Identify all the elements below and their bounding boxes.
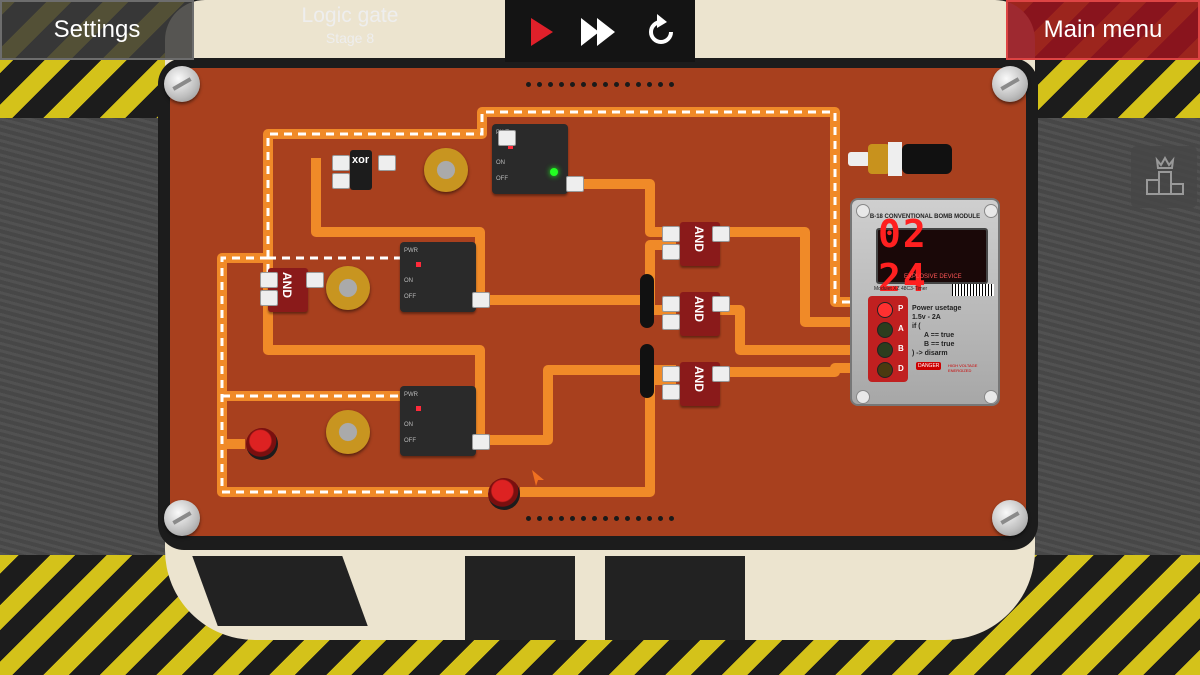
- pwr3-output-port[interactable]: [472, 434, 490, 450]
- screw-top-right: [992, 66, 1028, 102]
- and4-output[interactable]: [306, 272, 324, 288]
- play-icon[interactable]: [519, 10, 563, 54]
- screw-bottom-right: [992, 500, 1028, 536]
- xor-gate[interactable]: xor: [350, 150, 372, 190]
- rotary-switch-3[interactable]: [326, 410, 370, 454]
- led-a: [877, 322, 893, 338]
- and3-input-a[interactable]: [662, 366, 680, 382]
- active-current-left: [220, 256, 490, 494]
- model-label: Modulet XZ 48C3-Timer: [874, 286, 928, 292]
- podium-icon: [1146, 156, 1184, 195]
- bomb-screw: [856, 204, 870, 218]
- xor-input-port-a[interactable]: [332, 155, 350, 171]
- rotary-switch-2[interactable]: [326, 266, 370, 310]
- pwr1-output-port[interactable]: [566, 176, 584, 192]
- bomb-title: B-18 CONVENTIONAL BOMB MODULE: [869, 214, 981, 220]
- bomb-screw: [984, 204, 998, 218]
- led-p: [877, 302, 893, 318]
- led-d: [877, 362, 893, 378]
- danger-note: HIGH VOLTAGE ENERGIZED: [948, 363, 978, 373]
- active-current-top: [266, 110, 866, 304]
- gate-slot-1[interactable]: [640, 274, 654, 328]
- screw-bottom-left: [164, 500, 200, 536]
- wire-pwr3-to-and3: [480, 365, 676, 445]
- led-b: [877, 342, 893, 358]
- case-strap-mid-right: [605, 556, 745, 640]
- fast-forward-icon[interactable]: [577, 10, 621, 54]
- and1-input-b[interactable]: [662, 244, 680, 260]
- power-module-2: PWR ON OFF: [400, 242, 476, 312]
- push-button-2[interactable]: [488, 478, 520, 510]
- and4-input-a[interactable]: [260, 272, 278, 288]
- simulation-controls: [505, 0, 695, 62]
- xor-output-port[interactable]: [378, 155, 396, 171]
- and2-input-b[interactable]: [662, 314, 680, 330]
- and1-input-a[interactable]: [662, 226, 680, 242]
- wire-and3-to-bomb-b: [715, 363, 866, 377]
- on-status-led: [550, 168, 558, 176]
- rotary-switch-1[interactable]: [424, 148, 468, 192]
- fuse-cartridge: [848, 140, 954, 180]
- bomb-screw: [856, 390, 870, 404]
- level-title: Logic gate: [301, 4, 399, 27]
- screw-top-left: [164, 66, 200, 102]
- explosive-label: EXPLOSIVE DEVICE: [904, 274, 962, 280]
- xor-input-port-b[interactable]: [332, 173, 350, 189]
- and1-output[interactable]: [712, 226, 730, 242]
- restart-icon[interactable]: [639, 10, 683, 54]
- pwr2-output-port[interactable]: [472, 292, 490, 308]
- countdown-timer: 02 24: [876, 212, 988, 300]
- input-led-panel: P A B D: [868, 296, 908, 382]
- level-info: Logic gate Stage 8: [250, 4, 450, 46]
- and3-input-b[interactable]: [662, 384, 680, 400]
- wire-and2-to-bomb-a: [715, 305, 866, 355]
- wire-and-loop: [263, 300, 485, 440]
- power-indicator-led: [508, 144, 513, 149]
- settings-button[interactable]: Settings: [0, 0, 194, 60]
- wire-and1-to-bomb: [715, 227, 866, 327]
- wire-xor-loop: [311, 158, 485, 300]
- wire-pwr1-to-and1: [570, 179, 676, 237]
- barcode: [952, 284, 994, 296]
- power-module-3: PWR ON OFF: [400, 386, 476, 456]
- and4-input-b[interactable]: [260, 290, 278, 306]
- cursor-arrow-icon: [532, 470, 544, 486]
- pwr1-input-port[interactable]: [498, 130, 516, 146]
- bomb-module: B-18 CONVENTIONAL BOMB MODULE 02 24 EXPL…: [850, 198, 1000, 406]
- and2-output[interactable]: [712, 296, 730, 312]
- vent-dots-top: [526, 82, 674, 87]
- case-strap-mid-left: [465, 556, 575, 640]
- danger-sticker: DANGER: [916, 362, 942, 370]
- vent-dots-bottom: [526, 516, 674, 521]
- and2-input-a[interactable]: [662, 296, 680, 312]
- main-menu-button[interactable]: Main menu: [1006, 0, 1200, 60]
- gate-slot-2[interactable]: [640, 344, 654, 398]
- power-usage-text: Power usetage 1.5v - 2A if ( A == true B…: [912, 305, 962, 357]
- leaderboard-button[interactable]: [1131, 146, 1197, 208]
- push-button-1[interactable]: [246, 428, 278, 460]
- power-indicator-led: [416, 262, 421, 267]
- bomb-screw: [984, 390, 998, 404]
- stage-label: Stage 8: [325, 30, 375, 46]
- and3-output[interactable]: [712, 366, 730, 382]
- power-indicator-led: [416, 406, 421, 411]
